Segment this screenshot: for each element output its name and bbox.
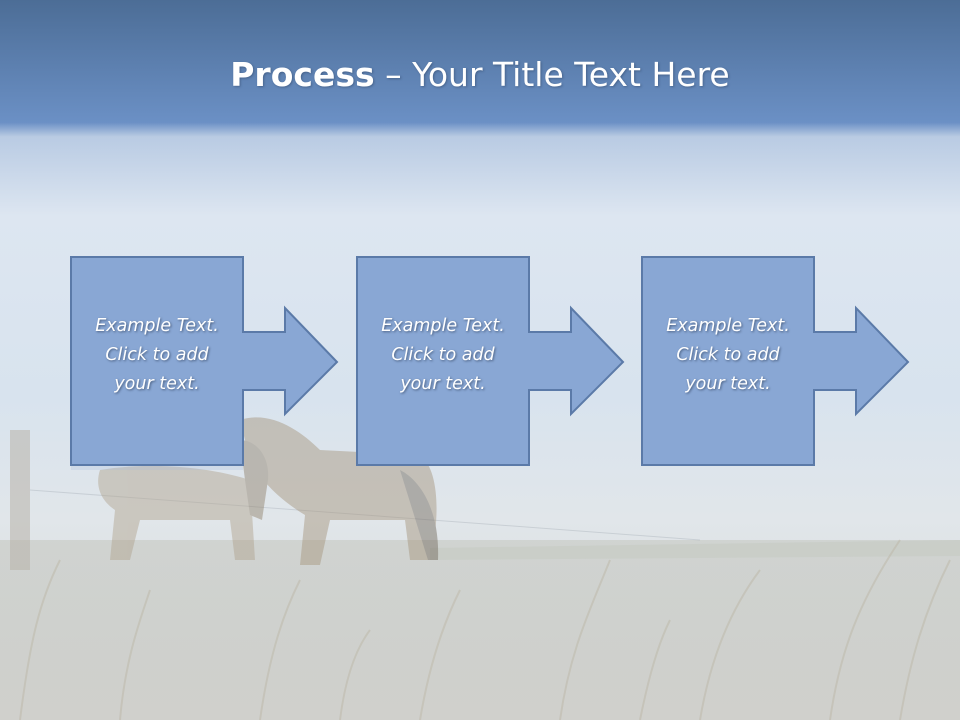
step-text: Example Text. Click to add your text. <box>357 312 529 399</box>
step-text-line: Example Text. <box>666 316 790 336</box>
process-step-2[interactable]: Example Text. Click to add your text. <box>356 256 627 470</box>
title-rest-part: – Your Title Text Here <box>374 55 730 94</box>
slide-title[interactable]: Process – Your Title Text Here <box>0 52 960 98</box>
step-text-line: Click to add <box>676 345 780 365</box>
title-bold-part: Process <box>230 55 375 94</box>
step-arrow-shape <box>641 256 910 466</box>
step-text-line: your text. <box>400 374 486 394</box>
step-arrow-shape <box>356 256 625 466</box>
step-text-line: your text. <box>114 374 200 394</box>
step-text: Example Text. Click to add your text. <box>642 312 814 399</box>
step-text-line: Example Text. <box>95 316 219 336</box>
step-text-line: Click to add <box>105 345 209 365</box>
step-text: Example Text. Click to add your text. <box>71 312 243 399</box>
step-text-line: your text. <box>685 374 771 394</box>
step-arrow-shape <box>70 256 339 470</box>
process-step-1[interactable]: Example Text. Click to add your text. <box>70 256 341 470</box>
process-step-3[interactable]: Example Text. Click to add your text. <box>641 256 912 470</box>
step-text-line: Example Text. <box>381 316 505 336</box>
step-text-line: Click to add <box>391 345 495 365</box>
